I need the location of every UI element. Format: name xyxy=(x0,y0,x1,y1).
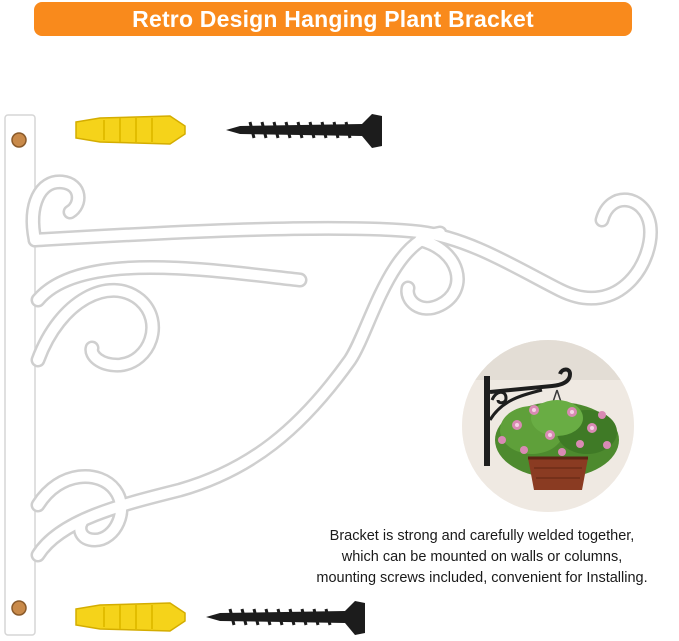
title-banner: Retro Design Hanging Plant Bracket xyxy=(34,2,632,36)
bracket-scrolls xyxy=(25,174,658,563)
caption-line-1: Bracket is strong and carefully welded t… xyxy=(329,528,635,544)
wall-anchor-top xyxy=(75,115,186,145)
usage-photo xyxy=(462,340,634,512)
bracket-wall-plate xyxy=(4,114,36,636)
hanging-basket-image xyxy=(462,340,634,512)
banner-title: Retro Design Hanging Plant Bracket xyxy=(132,5,534,32)
product-caption: Bracket is strong and carefully welded t… xyxy=(286,526,678,589)
caption-line-2: which can be mounted on walls or columns… xyxy=(341,549,623,565)
screw-bottom xyxy=(206,601,365,635)
screw-top xyxy=(226,114,382,148)
caption-line-3: mounting screws included, convenient for… xyxy=(316,570,648,586)
wall-anchor-bottom xyxy=(75,602,186,632)
